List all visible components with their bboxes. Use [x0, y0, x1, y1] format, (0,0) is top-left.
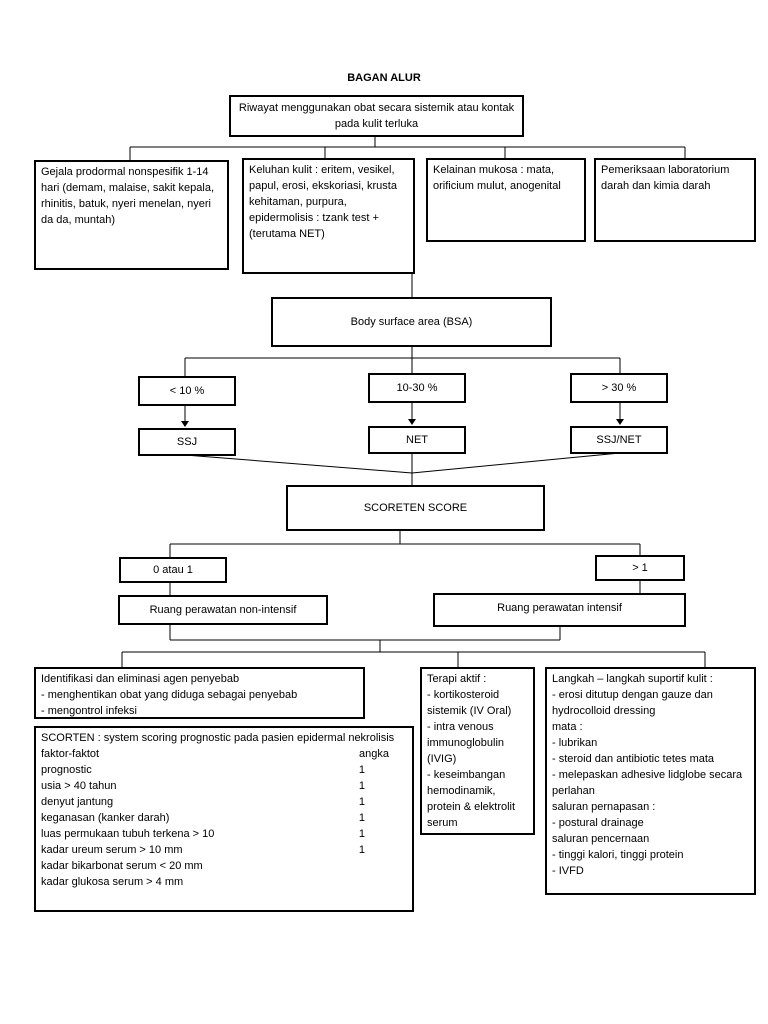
- scorten-factor: keganasan (kanker darah): [41, 812, 170, 824]
- therapy-item: - intra venous immunoglobulin (IVIG): [427, 721, 505, 765]
- diagnosis-net-label: NET: [406, 434, 428, 446]
- scorten-value: 1: [358, 828, 365, 840]
- scorten-header-factor: faktor-faktot: [41, 748, 100, 760]
- page-title: BAGAN ALUR: [347, 72, 421, 84]
- supportive-line: - IVFD: [552, 865, 584, 877]
- score-low-label: 0 atau 1: [153, 564, 193, 576]
- supportive-line: - lubrikan: [552, 737, 598, 749]
- diagnosis-ssj: SSJ: [138, 428, 236, 456]
- score-low-box: 0 atau 1: [119, 557, 227, 583]
- score-high-label: > 1: [632, 562, 648, 574]
- scorten-factor: denyut jantung: [41, 796, 114, 808]
- scorten-value: 1: [358, 812, 365, 824]
- scorten-row: luas permukaan tubuh terkena > 10 1: [41, 826, 407, 842]
- supportive-lines: - erosi ditutup dengan gauze dan hydroco…: [552, 687, 749, 879]
- ward-non-intensive-label: Ruang perawatan non-intensif: [149, 604, 297, 616]
- scorten-factor: kadar bikarbonat serum < 20 mm: [41, 860, 203, 872]
- therapy-title: Terapi aktif :: [427, 673, 487, 685]
- scorten-value: 1: [358, 780, 365, 792]
- symptom-skin-text: Keluhan kulit : eritem, vesikel, papul, …: [249, 164, 397, 240]
- supportive-line: - melepaskan adhesive lidglobe secara pe…: [552, 769, 743, 797]
- scorten-row: prognostic 1: [41, 762, 407, 778]
- scorten-row: kadar bikarbonat serum < 20 mm: [41, 858, 407, 874]
- bsa-label: Body surface area (BSA): [350, 316, 473, 328]
- bsa-range-mid: 10-30 %: [368, 373, 466, 403]
- therapy-item: - kortikosteroid sistemik (IV Oral): [427, 689, 512, 717]
- scorten-row: keganasan (kanker darah) 1: [41, 810, 407, 826]
- bsa-range-mid-label: 10-30 %: [396, 382, 438, 394]
- diagnosis-ssj-net: SSJ/NET: [570, 426, 668, 454]
- bsa-range-high-label: > 30 %: [601, 382, 637, 394]
- symptom-box-skin: Keluhan kulit : eritem, vesikel, papul, …: [242, 158, 415, 274]
- bsa-range-low-label: < 10 %: [169, 385, 205, 397]
- diagnosis-ssj-label: SSJ: [176, 436, 198, 448]
- ward-intensive-label: Ruang perawatan intensif: [497, 602, 622, 614]
- supportive-line: saluran pernapasan :: [552, 801, 656, 813]
- scorten-factor: luas permukaan tubuh terkena > 10: [41, 828, 215, 840]
- scorten-row: kadar ureum serum > 10 mm 1: [41, 842, 407, 858]
- supportive-box: Langkah – langkah suportif kulit : - ero…: [545, 667, 756, 895]
- scorten-value: 1: [358, 764, 365, 776]
- supportive-line: mata :: [552, 721, 583, 733]
- identification-title: Identifikasi dan eliminasi agen penyebab: [41, 673, 240, 685]
- symptom-prodromal-text: Gejala prodormal nonspesifik 1-14 hari (…: [41, 166, 215, 226]
- supportive-line: - tinggi kalori, tinggi protein: [552, 849, 684, 861]
- scorten-intro: SCORTEN : system scoring prognostic pada…: [41, 732, 395, 744]
- symptom-box-mucosa: Kelainan mukosa : mata, orificium mulut,…: [426, 158, 586, 242]
- diagnosis-net: NET: [368, 426, 466, 454]
- supportive-line: - postural drainage: [552, 817, 644, 829]
- identification-box: Identifikasi dan eliminasi agen penyebab…: [34, 667, 365, 719]
- bsa-range-high: > 30 %: [570, 373, 668, 403]
- scorten-value: 1: [358, 796, 365, 808]
- ward-non-intensive: Ruang perawatan non-intensif: [118, 595, 328, 625]
- supportive-title: Langkah – langkah suportif kulit :: [552, 673, 713, 685]
- supportive-line: - erosi ditutup dengan gauze dan hydroco…: [552, 689, 713, 717]
- supportive-line: saluran pencernaan: [552, 833, 650, 845]
- scoreten-box: SCORETEN SCORE: [286, 485, 545, 531]
- scorten-header-value: angka: [359, 748, 389, 760]
- supportive-line: - steroid dan antibiotic tetes mata: [552, 753, 715, 765]
- symptom-lab-text: Pemeriksaan laboratorium darah dan kimia…: [601, 164, 730, 192]
- scorten-header: faktor-faktot angka: [41, 746, 407, 762]
- identification-item: - menghentikan obat yang diduga sebagai …: [41, 689, 298, 701]
- scorten-factor: prognostic: [41, 764, 92, 776]
- symptom-box-lab: Pemeriksaan laboratorium darah dan kimia…: [594, 158, 756, 242]
- therapy-box: Terapi aktif : - kortikosteroid sistemik…: [420, 667, 535, 835]
- score-high-box: > 1: [595, 555, 685, 581]
- bsa-box: Body surface area (BSA): [271, 297, 552, 347]
- diagnosis-ssj-net-label: SSJ/NET: [596, 434, 642, 446]
- symptom-mucosa-text: Kelainan mukosa : mata, orificium mulut,…: [433, 164, 561, 192]
- history-box: Riwayat menggunakan obat secara sistemik…: [229, 95, 524, 137]
- identification-item: - mengontrol infeksi: [41, 705, 137, 717]
- scorten-row: denyut jantung 1: [41, 794, 407, 810]
- ward-intensive: Ruang perawatan intensif: [433, 593, 686, 627]
- history-text: Riwayat menggunakan obat secara sistemik…: [238, 102, 515, 130]
- scoreten-label: SCORETEN SCORE: [363, 502, 468, 514]
- scorten-row: usia > 40 tahun 1: [41, 778, 407, 794]
- symptom-box-prodromal: Gejala prodormal nonspesifik 1-14 hari (…: [34, 160, 229, 270]
- bsa-range-low: < 10 %: [138, 376, 236, 406]
- therapy-item: - keseimbangan hemodinamik, protein & el…: [427, 769, 516, 829]
- scorten-value: 1: [358, 844, 365, 856]
- scorten-box: SCORTEN : system scoring prognostic pada…: [34, 726, 414, 912]
- scorten-row: kadar glukosa serum > 4 mm: [41, 874, 407, 890]
- scorten-factor: usia > 40 tahun: [41, 780, 117, 792]
- scorten-factor: kadar ureum serum > 10 mm: [41, 844, 183, 856]
- scorten-factor: kadar glukosa serum > 4 mm: [41, 876, 184, 888]
